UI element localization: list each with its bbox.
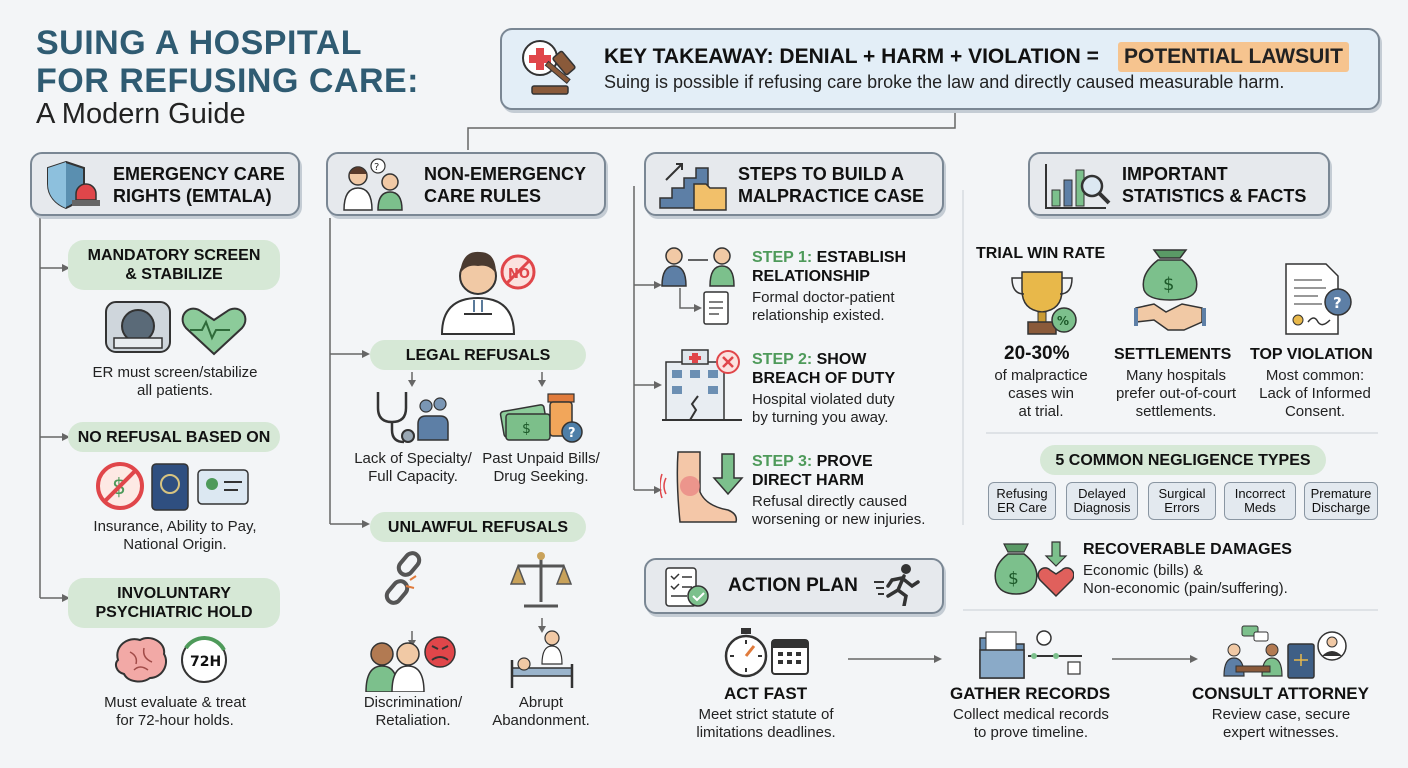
trial-win-label: TRIAL WIN RATE <box>976 245 1106 262</box>
takeaway-highlight: POTENTIAL LAWSUIT <box>1118 42 1349 72</box>
consent-document-icon: ? <box>1285 263 1352 335</box>
injured-foot-icon <box>660 451 744 523</box>
stopwatch-calendar-icon <box>724 628 809 678</box>
attorney-meeting-icon <box>1223 625 1347 679</box>
chart-magnifier-icon <box>1045 164 1111 209</box>
moneybag-handshake-icon: $ <box>1134 249 1206 331</box>
emtala-refusal-text: Insurance, Ability to Pay,National Origi… <box>93 518 257 553</box>
discrimination-faces-icon <box>365 636 456 692</box>
top-violation-title: TOP VIOLATION <box>1250 346 1373 363</box>
doctor-no-icon: NO <box>440 251 536 335</box>
unlawful-left-text: Discrimination/Retaliation. <box>363 694 463 729</box>
running-person-icon <box>874 564 920 606</box>
no-money-passport-id-icon: $ <box>96 462 249 511</box>
svg-text:$: $ <box>1163 274 1174 295</box>
doctor-patient-icon: ? <box>343 158 403 211</box>
page-subtitle: A Modern Guide <box>36 98 246 130</box>
unpaid-bills-pills-icon: $ ? <box>499 393 583 443</box>
svg-text:$: $ <box>522 421 531 437</box>
damages-desc: Economic (bills) &Non-economic (pain/suf… <box>1083 562 1288 597</box>
gavel-medical-icon <box>522 40 576 95</box>
svg-text:?: ? <box>374 162 379 173</box>
step2-title: STEP 2: SHOW BREACH OF DUTY <box>752 351 896 387</box>
damages-moneybag-heart-icon: $ <box>994 541 1074 598</box>
step1-title: STEP 1: ESTABLISH RELATIONSHIP <box>752 249 907 285</box>
takeaway-heading: KEY TAKEAWAY: DENIAL + HARM + VIOLATION … <box>604 45 1099 68</box>
shield-siren-icon <box>47 160 100 210</box>
trophy-icon: % <box>1011 271 1077 335</box>
broken-chain-icon <box>384 551 422 605</box>
svg-text:?: ? <box>568 426 576 441</box>
svg-text:?: ? <box>1333 294 1342 312</box>
negligence-title: 5 COMMON NEGLIGENCE TYPES <box>1040 445 1326 475</box>
legal-right-text: Past Unpaid Bills/Drug Seeking. <box>482 450 600 485</box>
hold-72h-badge: 72H <box>190 654 221 670</box>
damages-title: RECOVERABLE DAMAGES <box>1083 541 1292 558</box>
brain-clock-icon: 72H <box>115 636 227 683</box>
pill-unlawful-refusals: UNLAWFUL REFUSALS <box>370 512 586 542</box>
svg-text:$: $ <box>1008 569 1019 589</box>
takeaway-text: Suing is possible if refusing care broke… <box>604 72 1285 92</box>
checklist-icon <box>665 567 709 607</box>
relationship-icon <box>661 247 735 325</box>
scales-justice-icon <box>510 552 572 608</box>
act-fast-title: ACT FAST <box>724 684 808 703</box>
pill-legal-refusals: LEGAL REFUSALS <box>370 340 586 370</box>
step3-title: STEP 3: PROVE DIRECT HARM <box>752 453 873 489</box>
stethoscope-crowd-icon <box>376 392 449 444</box>
legal-left-text: Lack of Specialty/Full Capacity. <box>354 450 472 485</box>
mri-heartbeat-icon <box>105 301 247 356</box>
action-plan-title: ACTION PLAN <box>728 575 858 596</box>
trial-win-value: 20-30% <box>1004 343 1070 364</box>
svg-text:%: % <box>1057 314 1069 328</box>
hospital-breach-icon <box>662 349 742 421</box>
gather-records-title: GATHER RECORDS <box>950 684 1111 703</box>
pill-mandatory-screen: MANDATORY SCREEN& STABILIZE <box>68 240 280 290</box>
stairs-folder-icon <box>659 163 727 211</box>
consult-attorney-title: CONSULT ATTORNEY <box>1192 684 1369 703</box>
pill-no-refusal: NO REFUSAL BASED ON <box>68 422 280 452</box>
settlements-title: SETTLEMENTS <box>1114 346 1232 363</box>
abandoned-bed-icon <box>510 630 574 688</box>
folder-records-timeline-icon <box>979 630 1082 679</box>
